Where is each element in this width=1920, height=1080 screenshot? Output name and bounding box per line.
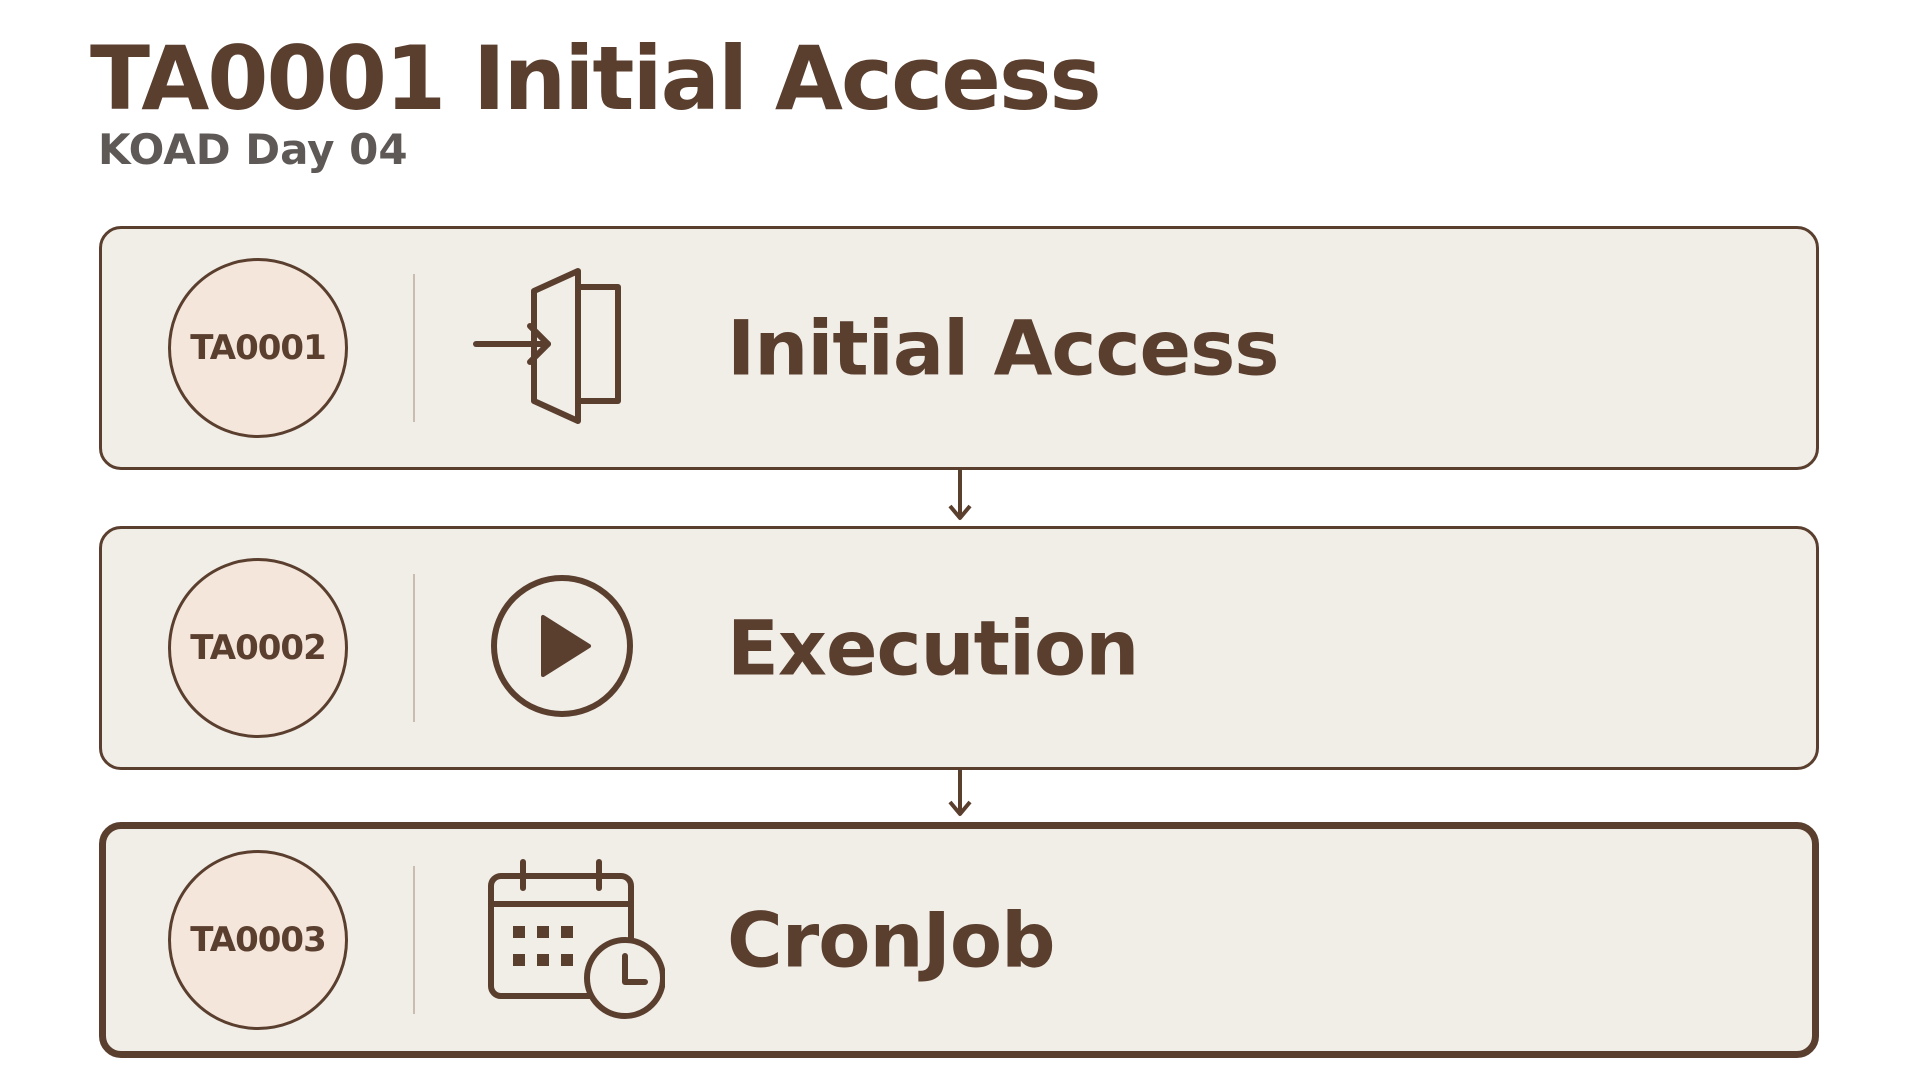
step-id-badge: TA0001	[168, 258, 348, 438]
step-id-badge: TA0003	[168, 850, 348, 1030]
step-label: Execution	[727, 603, 1139, 693]
play-icon	[489, 573, 635, 723]
step-card-execution: TA0002 Execution	[99, 526, 1819, 770]
step-id-badge: TA0002	[168, 558, 348, 738]
step-label: CronJob	[727, 895, 1055, 985]
arrow-connector	[948, 770, 972, 816]
calendar-clock-icon	[485, 856, 666, 1024]
arrow-connector	[948, 470, 972, 520]
divider	[413, 574, 415, 722]
step-card-cronjob: TA0003	[99, 822, 1819, 1058]
page-subtitle: KOAD Day 04	[98, 125, 408, 174]
step-label: Initial Access	[727, 303, 1280, 393]
divider	[413, 866, 415, 1014]
enter-door-icon	[472, 261, 642, 435]
divider	[413, 274, 415, 422]
step-card-initial-access: TA0001 Initial Access	[99, 226, 1819, 470]
page-title: TA0001 Initial Access	[90, 27, 1102, 130]
